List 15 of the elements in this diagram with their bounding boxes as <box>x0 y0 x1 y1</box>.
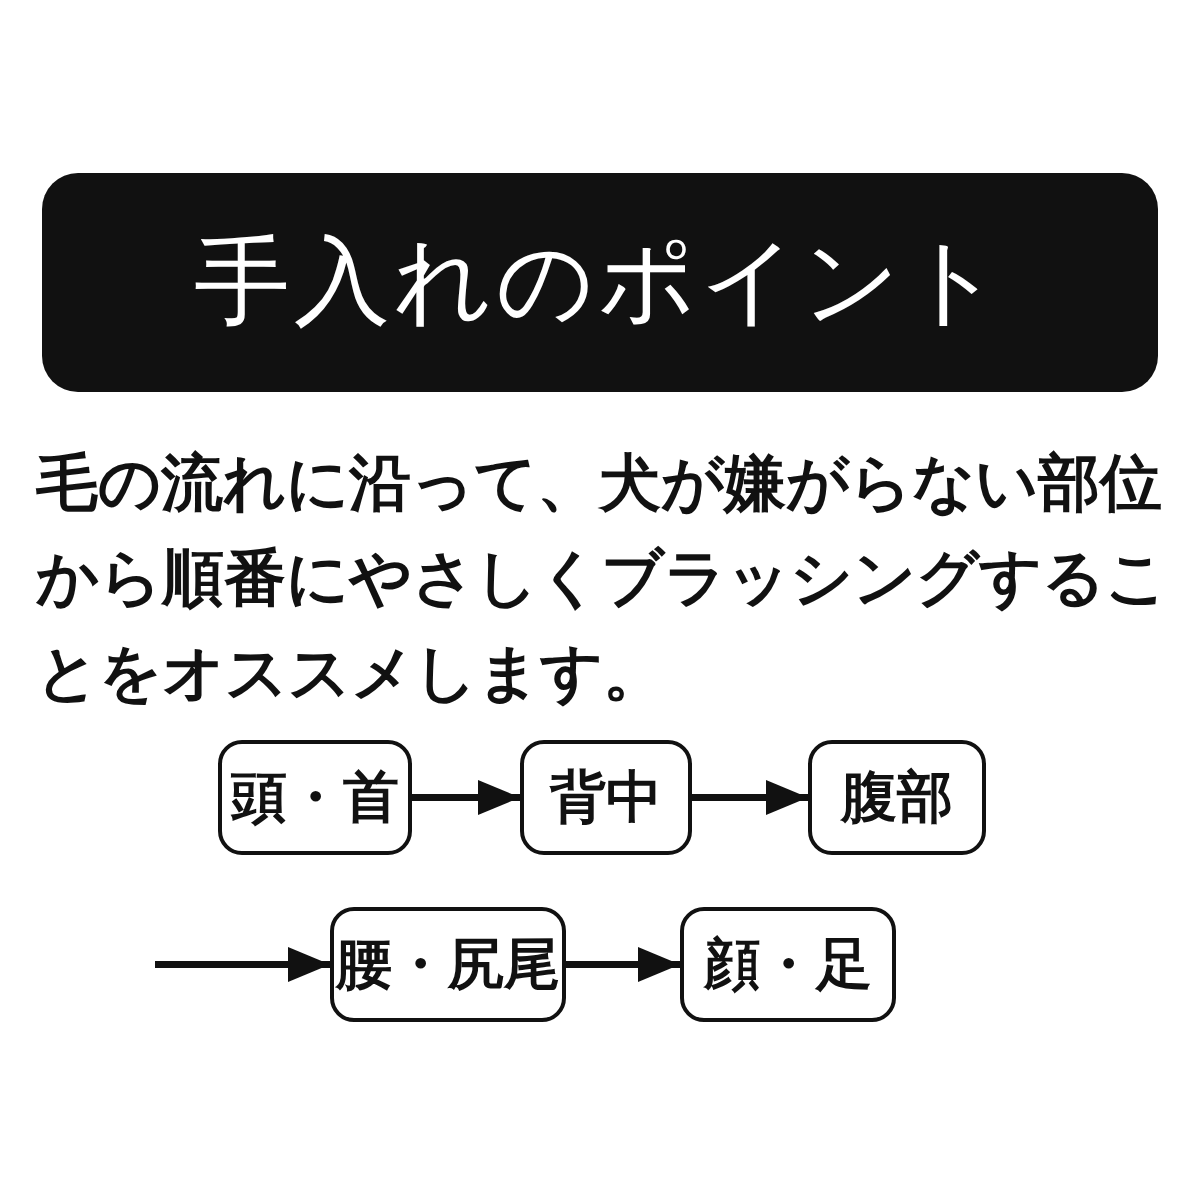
step-box <box>680 907 896 1022</box>
step-label: 腰・尻尾 <box>336 929 560 998</box>
step-box <box>520 740 692 855</box>
step-label: 頭・首 <box>231 762 399 831</box>
title-banner: 手入れのポイント <box>42 173 1158 392</box>
arrow <box>412 780 520 815</box>
step-label: 顔・足 <box>704 929 872 998</box>
step-box <box>330 907 566 1022</box>
arrow <box>692 780 808 815</box>
step-box <box>808 740 986 855</box>
step-label: 腹部 <box>841 762 953 831</box>
body-text: 毛の流れに沿って、犬が嫌がらない部位から順番にやさしくブラッシングすることをオススメします。 <box>36 445 1169 711</box>
arrow <box>566 947 680 982</box>
step-label: 背中 <box>550 762 662 831</box>
step-box <box>218 740 412 855</box>
